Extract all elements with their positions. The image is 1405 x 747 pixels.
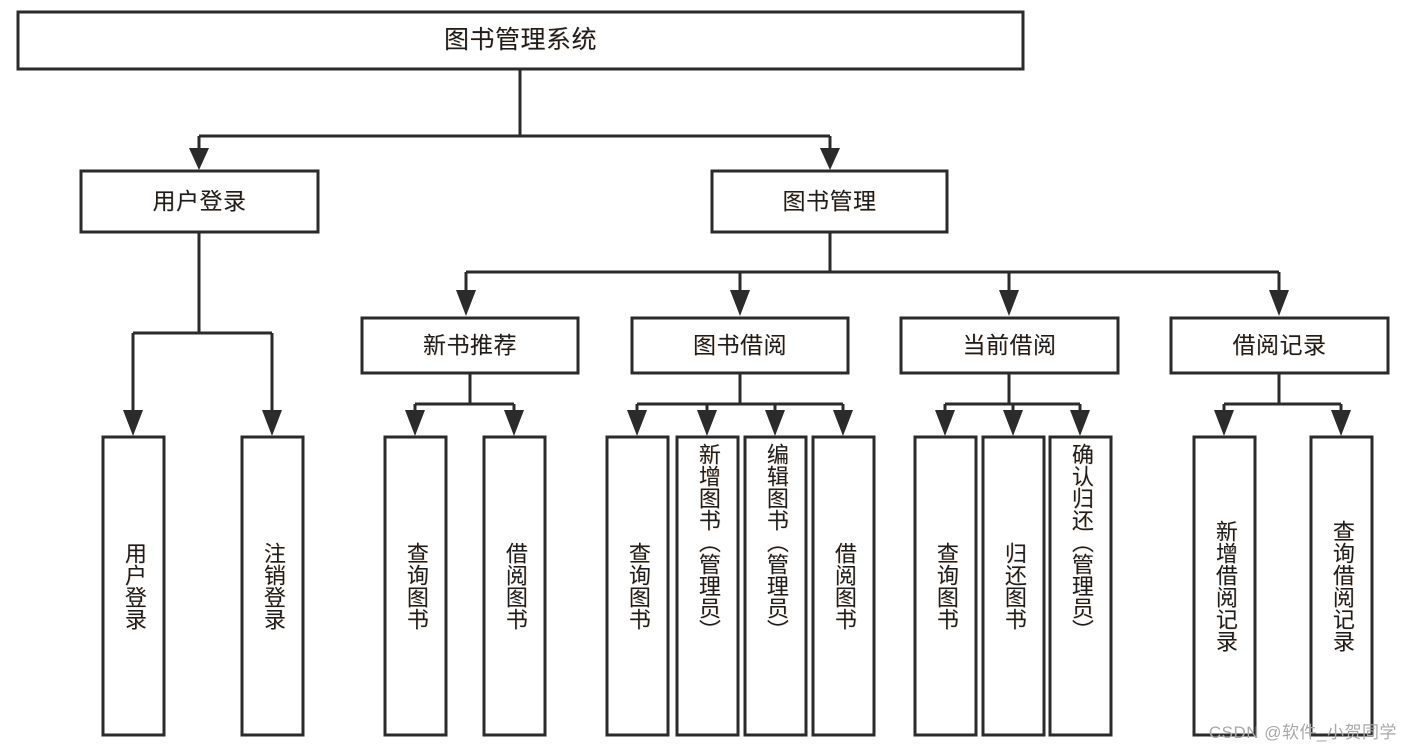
node-box-leaf-query-book-recommend[interactable] xyxy=(383,435,448,737)
arrow-head-current-borrow xyxy=(999,290,1019,316)
arrow-head-leaf-confirm-return-admin xyxy=(1070,410,1090,436)
arrow-head-user-login xyxy=(189,148,209,170)
arrow-head-leaf-borrow-book xyxy=(833,410,853,436)
node-box-leaf-borrow-book[interactable] xyxy=(811,435,876,737)
node-box-leaf-user-logout[interactable] xyxy=(240,435,305,737)
node-box-leaf-query-borrow-record[interactable] xyxy=(1309,435,1374,737)
arrow-head-leaf-add-borrow-record xyxy=(1214,410,1234,436)
arrow-head-leaf-borrow-book-recommend xyxy=(504,410,524,436)
csdn-watermark: CSDN @软件_小贺同学 xyxy=(1208,723,1397,742)
arrow-head-book-borrow xyxy=(730,290,750,316)
node-label-user-login: 用户登录 xyxy=(152,187,247,214)
node-label-leaf-user-login: 用户登录 xyxy=(121,542,147,630)
node-label-book-management: 图书管理 xyxy=(782,187,877,214)
node-label-leaf-query-book-borrow: 查询图书 xyxy=(625,542,651,630)
node-label-leaf-borrow-book: 借阅图书 xyxy=(831,542,857,630)
node-label-leaf-borrow-book-recommend: 借阅图书 xyxy=(502,542,528,630)
arrow-head-leaf-query-book-borrow xyxy=(627,410,647,436)
arrow-head-leaf-return-book xyxy=(1003,410,1023,436)
node-label-leaf-query-borrow-record: 查询借阅记录 xyxy=(1329,520,1355,652)
arrow-head-leaf-query-book-current xyxy=(935,410,955,436)
node-box-leaf-user-login[interactable] xyxy=(101,435,166,737)
node-label-new-book-recommend: 新书推荐 xyxy=(423,331,517,358)
node-label-leaf-add-book-admin: 新增图书（管理员） xyxy=(695,443,721,641)
node-box-leaf-add-borrow-record[interactable] xyxy=(1192,435,1257,737)
node-box-leaf-return-book[interactable] xyxy=(981,435,1046,737)
node-box-new-book-recommend[interactable] xyxy=(360,316,580,375)
node-label-leaf-confirm-return-admin: 确认归还（管理员） xyxy=(1068,443,1094,641)
node-label-leaf-query-book-recommend: 查询图书 xyxy=(403,542,429,630)
node-label-book-borrow: 图书借阅 xyxy=(693,331,787,358)
node-box-leaf-confirm-return-admin[interactable] xyxy=(1048,435,1113,737)
node-label-leaf-return-book: 归还图书 xyxy=(1001,542,1027,630)
node-box-leaf-edit-book-admin[interactable] xyxy=(743,435,808,737)
arrow-head-book-management xyxy=(820,148,840,170)
node-box-current-borrow[interactable] xyxy=(899,316,1120,375)
node-label-leaf-user-logout: 注销登录 xyxy=(260,542,286,630)
node-label-root: 图书管理系统 xyxy=(443,25,597,54)
node-label-borrow-record: 借阅记录 xyxy=(1232,331,1327,358)
node-label-leaf-add-borrow-record: 新增借阅记录 xyxy=(1212,520,1238,652)
arrow-head-leaf-edit-book-admin xyxy=(765,410,785,436)
node-box-user-login[interactable] xyxy=(79,169,320,234)
node-label-current-borrow: 当前借阅 xyxy=(962,331,1057,358)
node-box-leaf-query-book-borrow[interactable] xyxy=(605,435,670,737)
node-box-root[interactable] xyxy=(16,10,1025,71)
arrow-head-leaf-query-book-recommend xyxy=(405,410,425,436)
arrow-head-new-book-recommend xyxy=(456,290,476,316)
node-box-leaf-add-book-admin[interactable] xyxy=(675,435,740,737)
arrow-head-leaf-query-borrow-record xyxy=(1331,410,1351,436)
node-box-leaf-query-book-current[interactable] xyxy=(913,435,978,737)
node-box-leaf-borrow-book-recommend[interactable] xyxy=(482,435,547,737)
arrow-head-borrow-record xyxy=(1269,290,1289,316)
arrow-head-leaf-user-login xyxy=(123,410,143,436)
node-label-leaf-query-book-current: 查询图书 xyxy=(933,542,959,630)
node-label-leaf-edit-book-admin: 编辑图书（管理员） xyxy=(763,443,789,641)
arrow-head-leaf-user-logout xyxy=(262,410,282,436)
arrow-head-leaf-add-book-admin xyxy=(697,410,717,436)
